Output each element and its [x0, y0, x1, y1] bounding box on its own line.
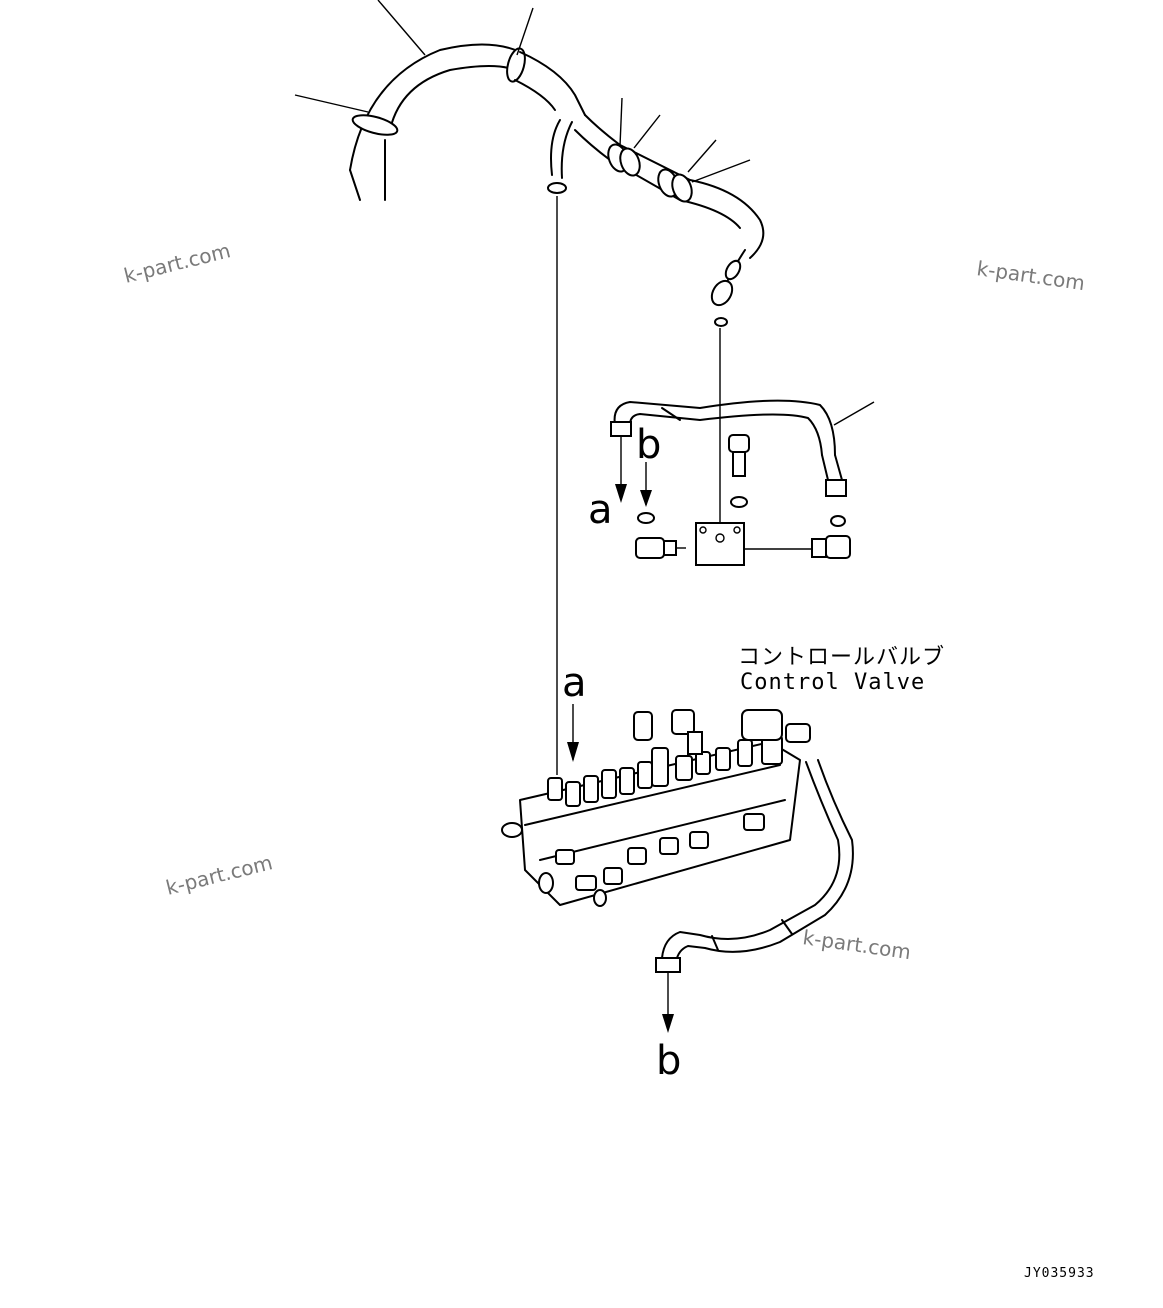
valve-side-fittings: [555, 813, 765, 891]
watermark: k-part.com: [801, 925, 912, 964]
control-valve: [501, 709, 811, 907]
o-ring-b: [637, 512, 655, 524]
o-ring-right: [830, 515, 846, 527]
hose-clamp-1: [607, 143, 641, 177]
elbow-fitting-left: [635, 537, 686, 559]
caption-en: Control Valve: [740, 670, 925, 695]
lower-return-hose: [655, 759, 854, 1033]
arrow-b-upper: [640, 462, 652, 507]
arrow-a-lower: [567, 704, 579, 762]
watermark: k-part.com: [121, 238, 232, 288]
caption-jp: コントロールバルブ: [738, 645, 945, 670]
hose-clamp-2: [657, 168, 693, 203]
junction-block: [695, 522, 812, 566]
arrow-a-upper: [615, 436, 627, 503]
watermark: k-part.com: [163, 850, 274, 900]
label-b-upper: b: [636, 422, 661, 468]
valve-spool-caps: [547, 735, 783, 807]
bolt-and-washer: [728, 434, 750, 508]
label-a-lower: a: [562, 660, 587, 706]
watermark: k-part.com: [975, 256, 1086, 295]
elbow-fitting-right: [811, 535, 851, 559]
middle-hose: [610, 399, 847, 497]
leader-lines: [294, 0, 875, 426]
label-b-lower: b: [656, 1038, 681, 1084]
valve-top-fittings: [633, 709, 811, 755]
drawing-code: JY035933: [1024, 1266, 1095, 1281]
label-a-upper: a: [588, 487, 613, 533]
main-hose-bend: [349, 43, 765, 327]
